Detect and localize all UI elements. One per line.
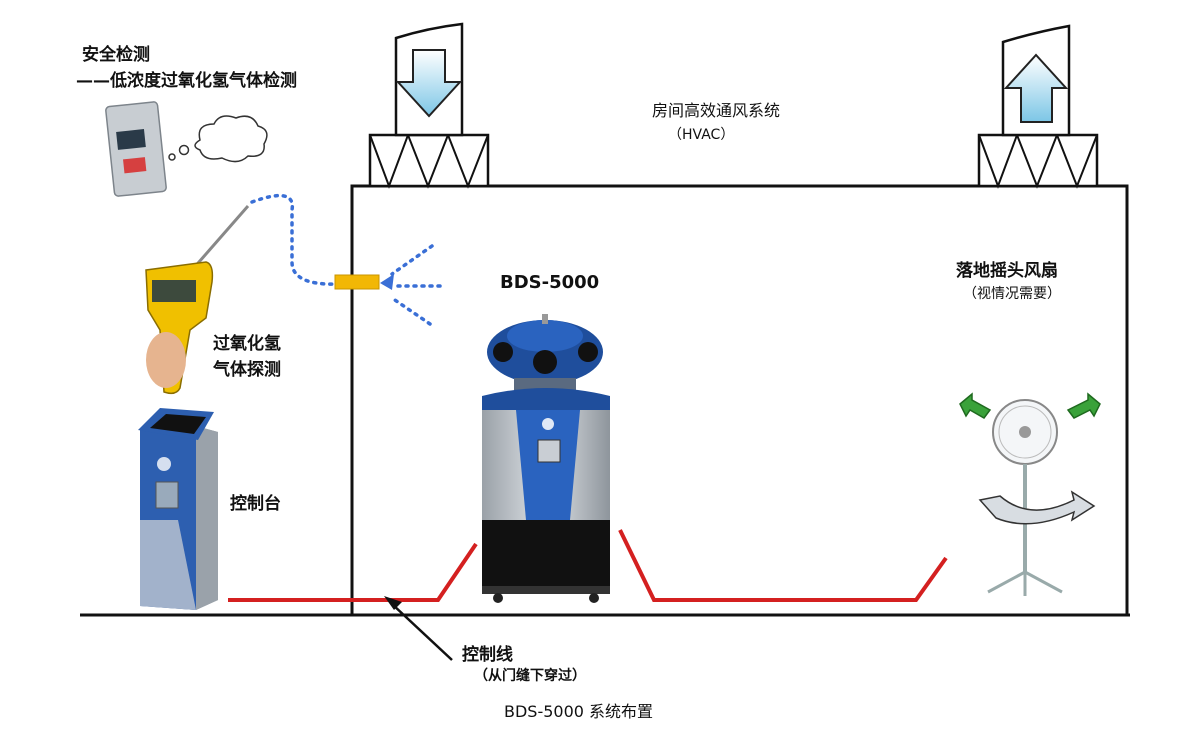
- handheld-gas-detector: [105, 101, 167, 197]
- fan-rotate-icon: [978, 490, 1096, 525]
- h2o2-probe-device: [145, 205, 250, 395]
- hvac-outlet-filter: [977, 133, 1099, 188]
- control-cable-sublabel: （从门缝下穿过）: [474, 668, 586, 684]
- room-outline: [350, 184, 1129, 615]
- floor-fan-sublabel: （视情况需要）: [963, 286, 1061, 302]
- control-console: [138, 408, 218, 610]
- fan-arrow-left-icon: [959, 392, 992, 419]
- cable-pointer-head: [384, 596, 402, 610]
- cable-pointer-line: [391, 603, 453, 661]
- bds-5000-robot: [482, 314, 610, 603]
- control-console-label: 控制台: [230, 494, 281, 514]
- control-cable: [228, 529, 948, 602]
- hvac-inlet-filter-zigzag: [369, 132, 489, 189]
- cloud-icon: [168, 115, 268, 163]
- fan-arrow-right-icon: [1066, 392, 1101, 419]
- down-arrow-icon: [395, 49, 463, 118]
- safety-detection-subtitle: ——低浓度过氧化氢气体检测: [76, 71, 297, 91]
- sensor-box: [334, 274, 380, 290]
- probe-label-line1: 过氧化氢: [213, 334, 281, 354]
- hvac-inlet: [368, 22, 490, 189]
- sampling-arrow-heads: [380, 274, 394, 290]
- control-cable-label: 控制线: [462, 645, 513, 665]
- probe-label-line2: 气体探测: [213, 360, 281, 380]
- safety-detection-title: 安全检测: [82, 45, 150, 65]
- probe-dotted-line: [250, 193, 342, 286]
- up-arrow-icon: [1003, 53, 1069, 123]
- bds-5000-label: BDS-5000: [500, 272, 600, 293]
- hvac-outlet: [977, 24, 1099, 189]
- hvac-label: 房间高效通风系统: [652, 101, 781, 120]
- hvac-outlet-filter-zigzag: [978, 132, 1098, 189]
- hvac-sublabel: （HVAC）: [668, 127, 735, 143]
- floor-fan-label: 落地摇头风扇: [956, 261, 1058, 281]
- sampling-arrows: [390, 244, 442, 326]
- figure-caption: BDS-5000 系统布置: [504, 702, 654, 721]
